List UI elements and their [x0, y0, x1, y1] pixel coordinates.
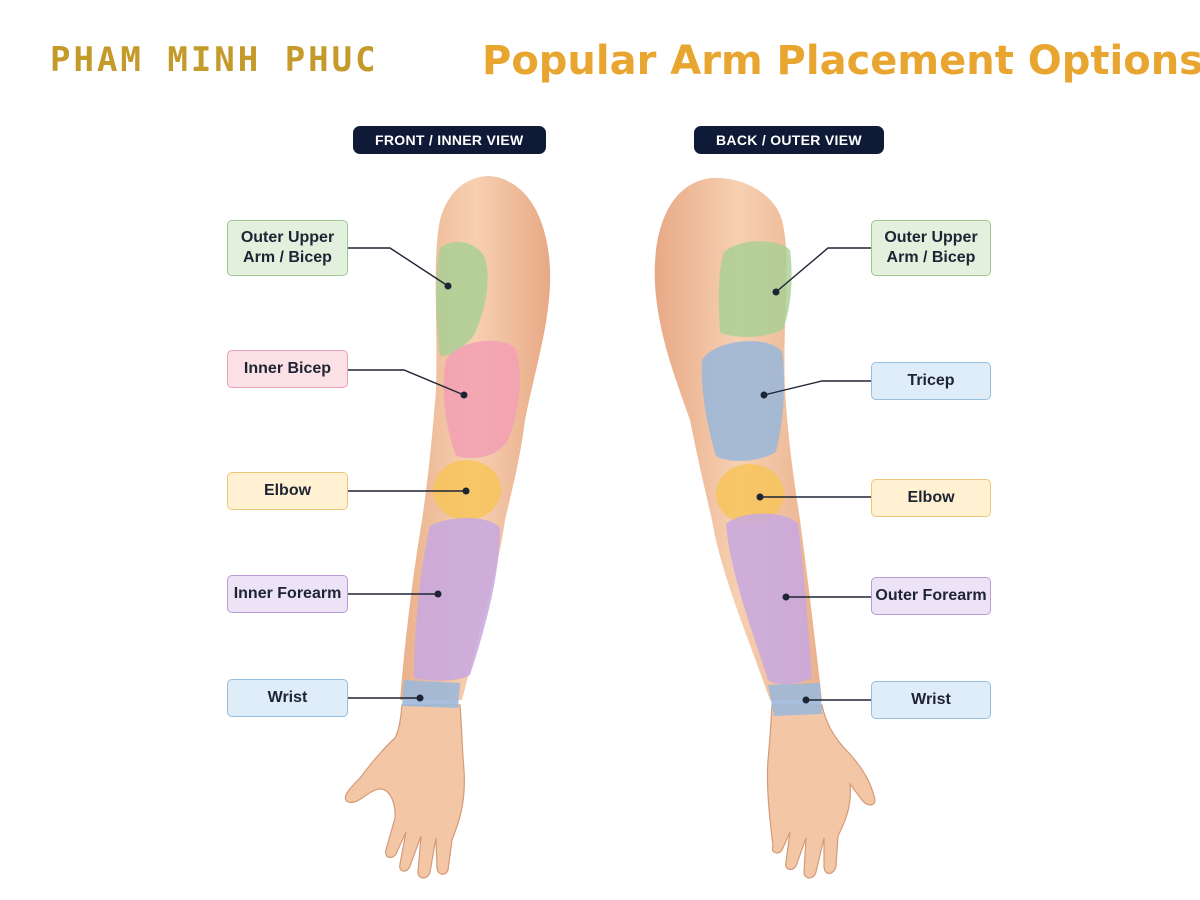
- leader-back-tricep: [763, 380, 871, 396]
- dot-front-outer-upper-arm: [444, 282, 452, 290]
- back-leader-dots: [756, 288, 810, 704]
- leader-back-outer-upper-arm: [775, 247, 871, 293]
- dot-front-inner-forearm: [434, 590, 442, 598]
- back-leader-lines: [760, 247, 871, 701]
- back-view-heading: BACK / OUTER VIEW: [694, 126, 884, 154]
- front-leader-dots: [416, 282, 470, 702]
- leader-front-outer-upper-arm: [348, 247, 449, 287]
- front-hand: [344, 704, 465, 879]
- label-front-inner-forearm: Inner Forearm: [227, 575, 348, 613]
- label-front-wrist: Wrist: [227, 679, 348, 717]
- label-front-outer-upper-arm: Outer Upper Arm / Bicep: [227, 220, 348, 276]
- label-back-outer-upper-arm: Outer Upper Arm / Bicep: [871, 220, 991, 276]
- label-back-elbow: Elbow: [871, 479, 991, 517]
- label-back-outer-forearm: Outer Forearm: [871, 577, 991, 615]
- dot-back-elbow: [756, 493, 764, 501]
- front-view-heading: FRONT / INNER VIEW: [353, 126, 546, 154]
- back-hand: [766, 704, 876, 879]
- back-zone-wrist: [768, 683, 822, 716]
- label-back-wrist: Wrist: [871, 681, 991, 719]
- label-back-tricep: Tricep: [871, 362, 991, 400]
- front-zone-outer-upper-arm: [436, 241, 488, 356]
- back-arm: [654, 177, 876, 879]
- label-front-inner-bicep: Inner Bicep: [227, 350, 348, 388]
- label-front-elbow: Elbow: [227, 472, 348, 510]
- dot-back-tricep: [760, 391, 768, 399]
- front-zone-inner-forearm: [414, 517, 500, 681]
- brand-logo: PHAM MINH PHUC: [50, 40, 379, 80]
- front-leader-lines: [348, 247, 466, 699]
- front-zone-inner-bicep: [443, 340, 520, 459]
- dot-front-elbow: [462, 487, 470, 495]
- leader-front-inner-bicep: [348, 369, 465, 396]
- dot-front-inner-bicep: [460, 391, 468, 399]
- front-zone-wrist: [402, 680, 460, 708]
- dot-back-wrist: [802, 696, 810, 704]
- back-zone-outer-upper-arm: [718, 241, 792, 337]
- back-zone-elbow: [716, 464, 784, 524]
- back-zone-tricep: [701, 341, 784, 461]
- page-title: Popular Arm Placement Options: [482, 38, 1200, 84]
- front-arm: [344, 176, 551, 879]
- back-zone-outer-forearm: [726, 513, 812, 685]
- dot-front-wrist: [416, 694, 424, 702]
- dot-back-outer-upper-arm: [772, 288, 780, 296]
- dot-back-outer-forearm: [782, 593, 790, 601]
